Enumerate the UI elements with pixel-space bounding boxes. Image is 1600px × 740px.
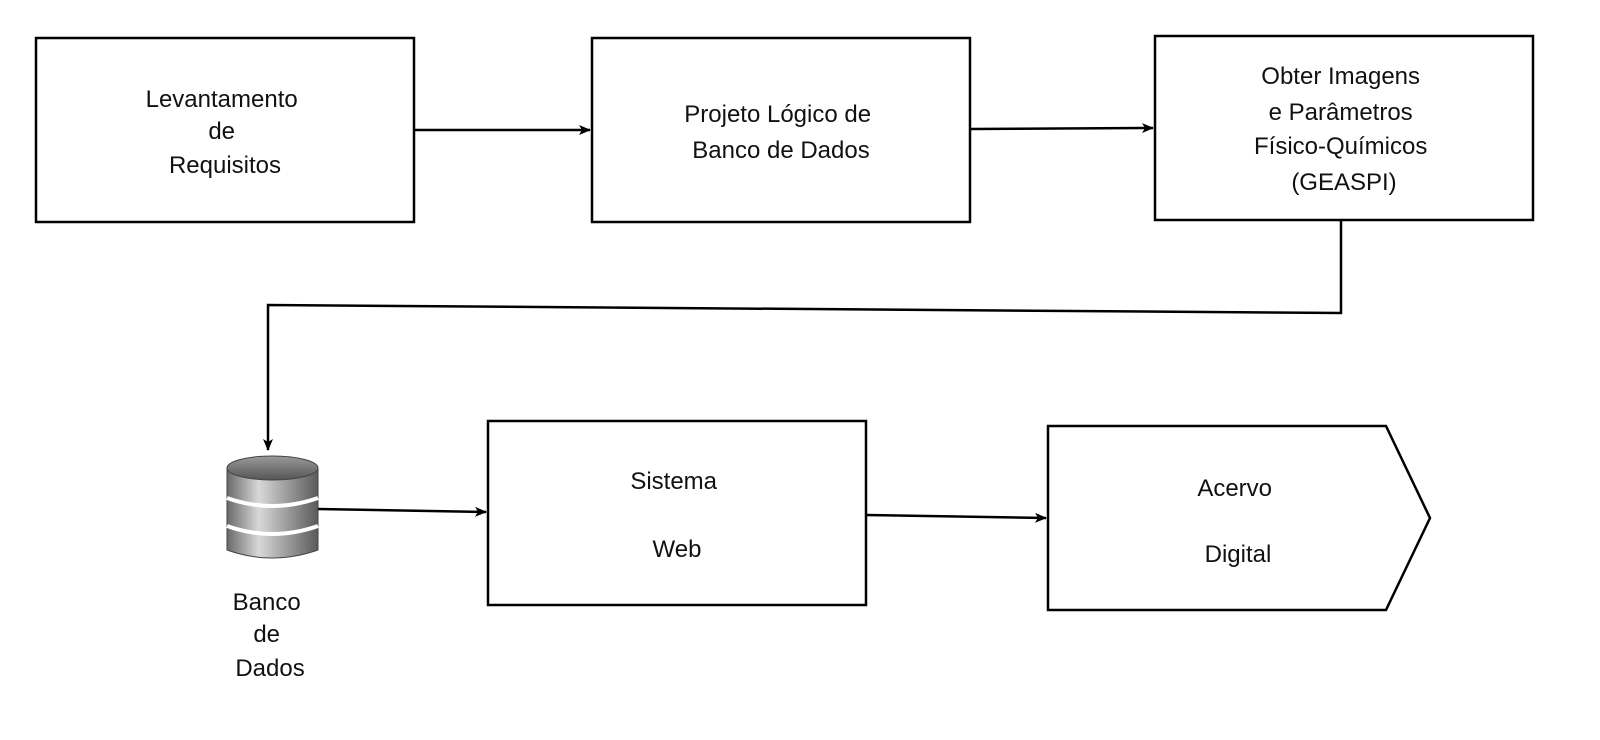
obter-label: Obter Imagens e Parâmetros Físico-Químic… [1254,63,1434,196]
sistema-label: Sistema Web [630,468,723,563]
levantamento-label: Levantamento de Requisitos [146,86,305,179]
arrow-sistema-to-acervo [865,512,1047,523]
acervo-pentagon [1046,424,1432,612]
banco-label: Banco de Dados [233,589,308,682]
projeto-label: Projeto Lógico de Banco de Dados [684,101,877,164]
arrow-projeto-to-obter [969,123,1154,134]
arrow-obter-to-banco [263,220,1343,451]
database-icon [226,455,319,559]
projeto-box [590,36,972,224]
sistema-box [486,419,868,607]
acervo-label: Acervo Digital [1197,475,1278,568]
arrow-banco-to-sistema [317,506,487,517]
obter-box [1153,34,1535,222]
levantamento-box [34,36,416,224]
